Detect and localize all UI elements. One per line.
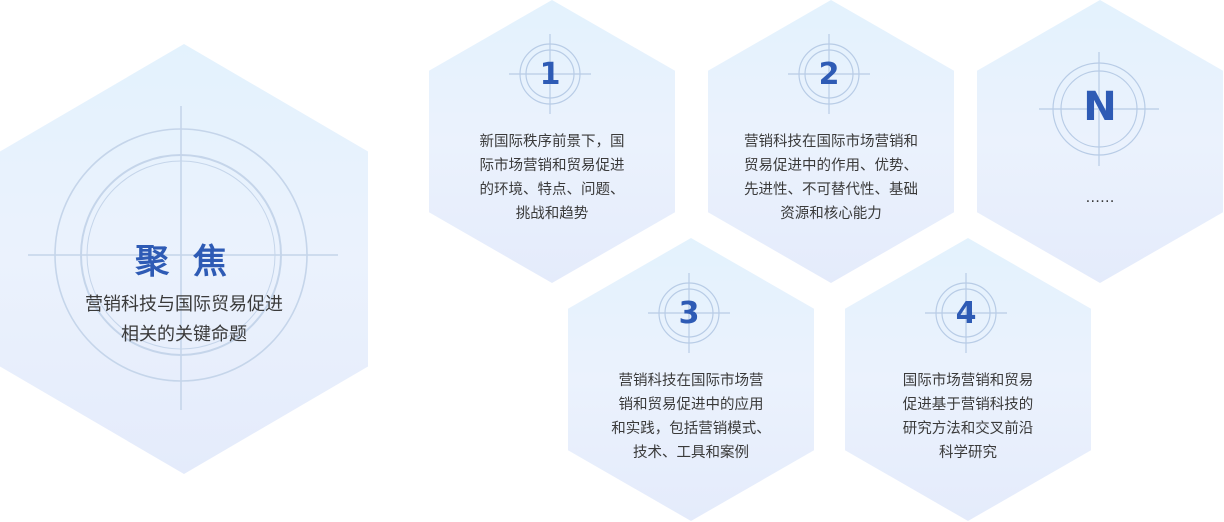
topic-description: 营销科技在国际市场营 销和贸易促进中的应用 和实践，包括营销模式、 技术、工具和… (568, 369, 814, 465)
topic-card-3: 3 营销科技在国际市场营 销和贸易促进中的应用 和实践，包括营销模式、 技术、工… (568, 238, 814, 521)
description-line: 挑战和趋势 (515, 206, 589, 222)
topic-number: 2 (818, 57, 840, 92)
topic-number: 3 (678, 296, 700, 331)
description-line: 新国际秩序前景下，国 (479, 134, 625, 150)
description-line: 销和贸易促进中的应用 (618, 397, 764, 413)
focus-hexagon: 聚 焦 营销科技与国际贸易促进 相关的关键命题 (0, 44, 368, 474)
description-line: 国际市场营销和贸易 (902, 373, 1034, 389)
topic-description: 新国际秩序前景下，国 际市场营销和贸易促进 的环境、特点、问题、 挑战和趋势 (429, 130, 675, 226)
crosshair-target-icon (648, 273, 730, 353)
description-line: 营销科技在国际市场营 (618, 373, 764, 389)
focus-subtitle-line: 相关的关键命题 (121, 324, 247, 345)
description-line: 的环境、特点、问题、 (479, 182, 625, 198)
crosshair-target-icon (788, 34, 870, 114)
crosshair-target-icon (509, 34, 591, 114)
description-line: 际市场营销和贸易促进 (479, 158, 625, 174)
topic-number: N (1083, 84, 1117, 130)
topic-description: …… (977, 186, 1223, 210)
description-line: 促进基于营销科技的 (902, 397, 1034, 413)
description-line: 和实践，包括营销模式、 (611, 421, 771, 437)
topic-description: 国际市场营销和贸易 促进基于营销科技的 研究方法和交叉前沿 科学研究 (845, 369, 1091, 465)
description-line: 营销科技在国际市场营销和 (744, 134, 918, 150)
crosshair-target-icon (925, 273, 1007, 353)
description-line: 贸易促进中的作用、优势、 (744, 158, 918, 174)
description-line: …… (1085, 190, 1115, 206)
topic-card-4: 4 国际市场营销和贸易 促进基于营销科技的 研究方法和交叉前沿 科学研究 (845, 238, 1091, 521)
description-line: 资源和核心能力 (780, 206, 882, 222)
topic-number: 4 (955, 296, 977, 331)
description-line: 科学研究 (939, 445, 997, 461)
crosshair-target-icon (1039, 52, 1159, 166)
topic-number: 1 (539, 57, 561, 92)
focus-title: 聚 焦 (135, 242, 233, 282)
topic-card-2: 2 营销科技在国际市场营销和 贸易促进中的作用、优势、 先进性、不可替代性、基础… (708, 0, 954, 283)
crosshair-target-icon (28, 106, 338, 410)
focus-subtitle: 营销科技与国际贸易促进 相关的关键命题 (0, 290, 368, 350)
description-line: 研究方法和交叉前沿 (902, 421, 1034, 437)
topic-card-n: N …… (977, 0, 1223, 283)
topic-description: 营销科技在国际市场营销和 贸易促进中的作用、优势、 先进性、不可替代性、基础 资… (708, 130, 954, 226)
topic-card-1: 1 新国际秩序前景下，国 际市场营销和贸易促进 的环境、特点、问题、 挑战和趋势 (429, 0, 675, 283)
focus-subtitle-line: 营销科技与国际贸易促进 (85, 294, 283, 315)
description-line: 技术、工具和案例 (633, 445, 749, 461)
description-line: 先进性、不可替代性、基础 (744, 182, 918, 198)
